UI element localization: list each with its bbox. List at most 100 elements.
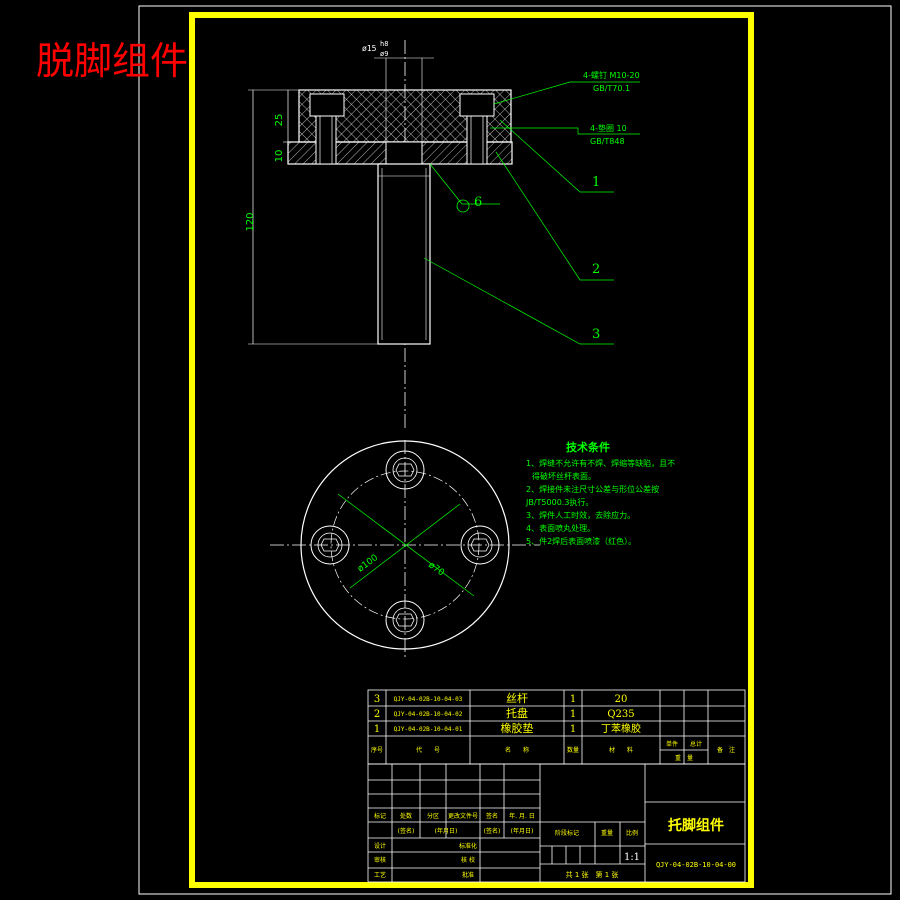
dim-hole: ø70 — [426, 560, 446, 578]
bom-header-unit-weight: 单件 — [666, 740, 678, 748]
tech-note-line: 3、焊件人工时效，去除应力。 — [526, 510, 635, 520]
dim-line-hole — [349, 503, 461, 589]
dim-shaft-tol-lower: ø9 — [380, 50, 388, 58]
label-mark: 标记 — [374, 812, 386, 820]
label-count: 处数 — [400, 812, 412, 820]
bom-row-qty: 1 — [570, 694, 576, 705]
bom-row-qty: 1 — [570, 709, 576, 720]
bom-header-remark: 备 注 — [717, 746, 735, 754]
bom-row-no: 1 — [374, 724, 380, 735]
label-craft: 工艺 — [374, 871, 386, 879]
bom-row-name: 丝杆 — [506, 691, 528, 705]
label-sign3: (签名) — [484, 827, 501, 835]
leader-washer — [490, 127, 640, 135]
bom-row-name: 橡胶垫 — [501, 721, 534, 735]
weld-size: 6 — [474, 195, 482, 210]
bom-header-name: 名 称 — [505, 746, 529, 754]
bolt-left — [310, 525, 350, 565]
bolt-right — [460, 525, 500, 565]
label-zone: 分区 — [427, 812, 439, 820]
label-date2: (年月日) — [435, 827, 458, 835]
tech-note-line: 得破坏丝杆表面。 — [532, 471, 596, 481]
tech-notes: 技术条件 1、焊缝不允许有不焊、焊缩等缺陷，且不 得破坏丝杆表面。 2、焊接件未… — [525, 440, 675, 546]
title-block — [367, 763, 746, 883]
overlay-title: 脱脚组件 — [36, 39, 188, 83]
bom-row-code: QJY-04-02B-10-04-03 — [394, 696, 463, 703]
center-bore — [385, 141, 423, 165]
part-number-1: 1 — [592, 175, 600, 190]
dim-120: 120 — [245, 212, 256, 231]
bom-row-material: Q235 — [607, 709, 634, 720]
tray-outline — [300, 440, 510, 650]
label-sign2: (签名) — [398, 827, 415, 835]
callout-washer: 4-垫圈 10 — [590, 123, 627, 133]
tech-note-line: 1、焊缝不允许有不焊、焊缩等缺陷，且不 — [526, 458, 675, 468]
leader-screw — [493, 81, 640, 105]
inner-frame — [189, 12, 754, 888]
callout-screw-std: GB/T70.1 — [593, 84, 630, 93]
bom-row-code: QJY-04-02B-10-04-01 — [394, 726, 463, 733]
tech-note-line: 4、表面喷丸处理。 — [526, 523, 595, 533]
weld-symbol-icon — [456, 199, 470, 213]
tech-note-line: JB/T5000.3执行。 — [525, 497, 593, 507]
label-sign: 签名 — [486, 812, 498, 820]
bom-row-code: QJY-04-02B-10-04-02 — [394, 711, 463, 718]
right-screw-shank — [466, 115, 488, 165]
bom-row-material: 丁苯橡胶 — [601, 722, 641, 735]
bom-row-name: 托盘 — [506, 706, 528, 720]
bom-rows: 3 QJY-04-02B-10-04-03 丝杆 1 20 2 QJY-04-0… — [371, 691, 735, 762]
callout-washer-std: GB/T848 — [590, 137, 625, 146]
label-approve: 批准 — [462, 871, 474, 879]
bom-header-material: 材 料 — [609, 746, 633, 754]
weld-leader — [429, 163, 500, 205]
sheet-info: 共 1 张 第 1 张 — [566, 870, 619, 879]
top-view: ø100 ø70 — [270, 440, 540, 660]
drawing-code: QJY-04-02B-10-04-00 — [656, 861, 736, 869]
bom-row-qty: 1 — [570, 724, 576, 735]
bom-row-no: 2 — [374, 709, 380, 720]
screw-rod — [377, 163, 431, 345]
tech-notes-title: 技术条件 — [566, 440, 610, 454]
label-std: 标准化 — [459, 842, 477, 850]
dim-shaft-dia: ø15 — [362, 44, 377, 53]
bom-header-weight: 重 量 — [675, 754, 693, 762]
tech-note-line: 2、焊接件未注尺寸公差与形位公差按 — [526, 484, 659, 494]
bom-header-qty: 数量 — [567, 746, 579, 754]
label-review: 审核 — [374, 856, 386, 864]
bom-row-material: 20 — [615, 694, 628, 705]
dim-25: 25 — [274, 114, 285, 127]
bom-header-total-weight: 总计 — [690, 740, 702, 748]
label-change-doc: 更改文件号 — [448, 812, 478, 820]
drawing-name: 托脚组件 — [668, 817, 724, 834]
dim-10: 10 — [274, 150, 285, 163]
label-design: 设计 — [374, 842, 386, 850]
dim-pcd: ø100 — [356, 553, 380, 575]
left-screw-shank — [315, 115, 337, 165]
part-number-3: 3 — [592, 327, 600, 342]
right-screw-head — [459, 93, 495, 117]
leader-part-3 — [423, 257, 614, 345]
callout-screw: 4-螺钉 M10-20 — [583, 70, 640, 80]
leader-part-1 — [499, 119, 614, 193]
label-ratio: 比例 — [626, 829, 638, 837]
bolt-top — [385, 450, 425, 490]
tech-note-line: 5、件2焊后表面喷漆（红色）。 — [526, 536, 636, 546]
front-view: 120 25 10 ø15 h8 ø9 4-螺钉 M10-20 GB/T70.1… — [245, 40, 640, 430]
label-date: 年. 月. 日 — [509, 812, 535, 820]
bom-header-no: 序号 — [371, 746, 383, 754]
bolt-circle — [330, 470, 480, 620]
label-verify: 核 校 — [461, 856, 475, 864]
outer-frame — [138, 5, 892, 895]
leader-part-2 — [495, 151, 614, 281]
bom-row-no: 3 — [374, 694, 380, 705]
label-weight: 重量 — [601, 829, 613, 837]
label-stage: 阶段标记 — [555, 829, 579, 837]
label-date3: (年月日) — [511, 827, 534, 835]
bom-header-code: 代 号 — [416, 746, 440, 754]
title-block-text: 标记 处数 分区 更改文件号 签名 年. 月. 日 (签名) (年月日) (签名… — [374, 812, 736, 879]
left-screw-head — [309, 93, 345, 117]
scale-value: 1:1 — [624, 852, 640, 863]
bolt-bottom — [385, 600, 425, 640]
